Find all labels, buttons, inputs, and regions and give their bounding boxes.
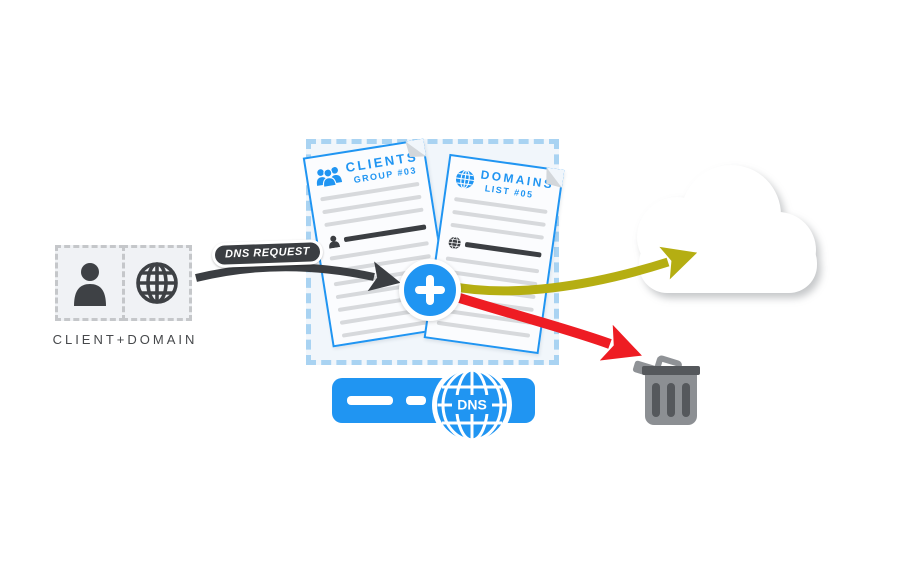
folded-corner — [546, 167, 565, 188]
dns-label: DNS — [457, 397, 487, 413]
domain-entry-row — [447, 236, 542, 261]
trash-icon — [632, 328, 713, 428]
globe-icon — [136, 262, 178, 304]
client-entry-row — [326, 220, 427, 249]
person-bullet-icon — [329, 235, 340, 249]
client-cell — [55, 245, 125, 321]
domains-doc-lines — [428, 192, 557, 339]
globe-bullet-icon — [448, 236, 461, 249]
domain-cell — [122, 245, 192, 321]
dns-request-badge: DNS REQUEST — [211, 239, 324, 268]
people-group-icon — [316, 167, 343, 188]
domains-doc: DOMAINS LIST #05 — [423, 153, 565, 355]
client-domain-box — [55, 245, 192, 321]
client-domain-label: CLIENT+DOMAIN — [52, 332, 198, 347]
cloud-icon — [637, 165, 817, 293]
plus-icon — [399, 259, 461, 321]
folded-corner — [405, 138, 427, 157]
dns-globe-icon: DNS — [432, 365, 512, 445]
clients-doc: CLIENTS GROUP #03 — [302, 138, 454, 348]
globe-icon — [455, 169, 475, 189]
clients-doc-lines — [311, 176, 450, 339]
person-icon — [74, 263, 106, 306]
